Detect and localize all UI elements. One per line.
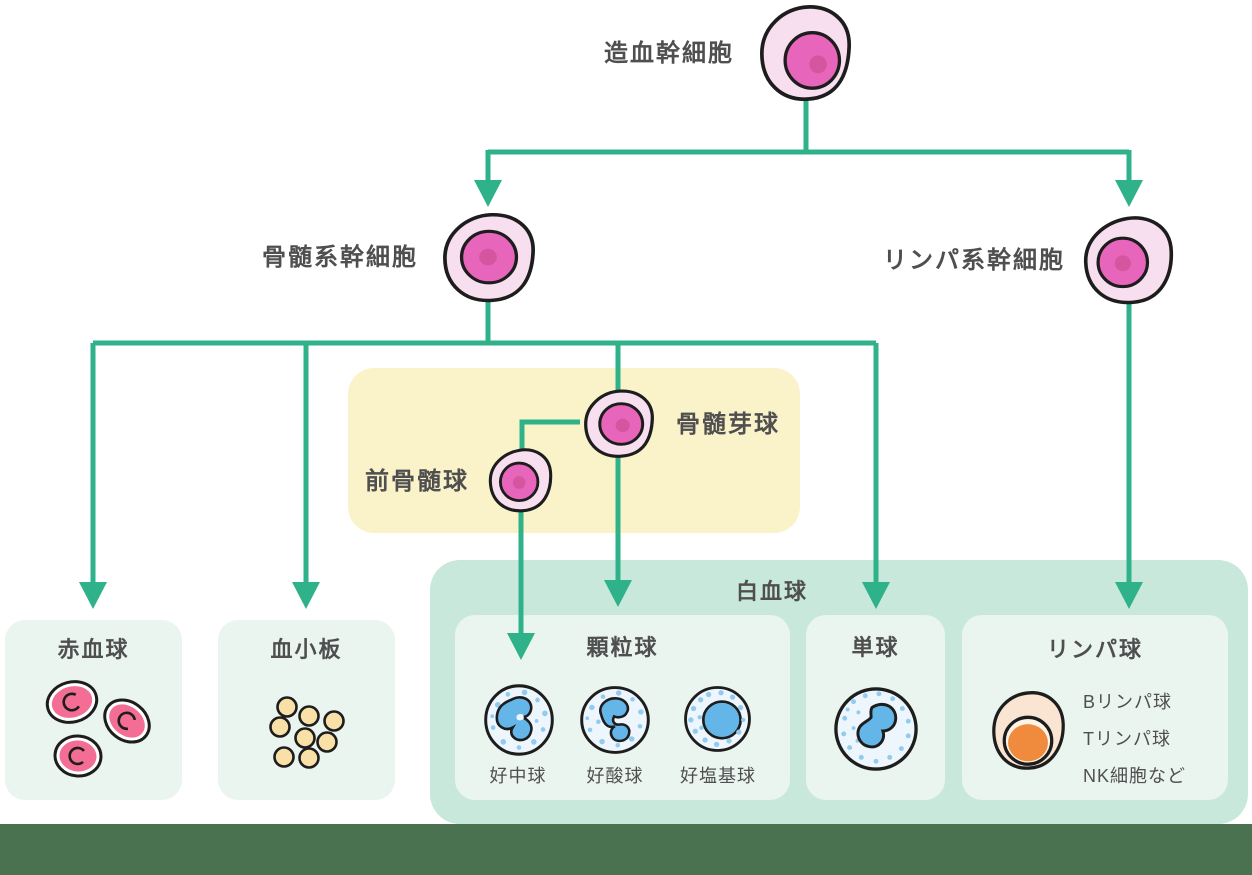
arrow-to-monocyte (862, 582, 890, 609)
lymphoid-stem-cell-icon (1083, 216, 1174, 305)
lymphoid-stem-label: リンパ系幹細胞 (883, 247, 1065, 274)
basophil-label: 好塩基球 (680, 766, 756, 786)
monocyte-cell-icon (834, 687, 918, 771)
b-lymphocyte-label: Bリンパ球 (1083, 692, 1173, 712)
precursor-group-box (348, 368, 800, 533)
promyelocyte-label: 前骨髄球 (365, 468, 469, 495)
platelets-icon (269, 696, 345, 769)
rbc-label: 赤血球 (57, 637, 130, 662)
arrow-to-myeloid (474, 180, 502, 207)
lymphocyte-label: リンパ球 (1046, 637, 1143, 662)
myeloid-branch-line (90, 301, 879, 584)
platelet-label: 血小板 (270, 637, 343, 662)
myeloid-stem-cell-icon (443, 213, 535, 303)
eosinophil-label: 好酸球 (586, 766, 644, 786)
red-blood-cells-icon (45, 680, 151, 778)
arrow-to-platelet (292, 582, 320, 609)
arrow-from-myeloblast (604, 580, 632, 607)
eosinophil-cell-icon (580, 686, 650, 754)
nk-cell-label: NK細胞など (1083, 766, 1187, 786)
myeloblast-cell-icon (584, 389, 654, 458)
lymphocyte-type-list: Bリンパ球 Tリンパ球 NK細胞など (1083, 684, 1186, 795)
arrow-to-lymphoid (1115, 180, 1143, 207)
hsc-label: 造血幹細胞 (604, 40, 734, 67)
monocyte-label: 単球 (851, 635, 900, 660)
basophil-cell-icon (684, 686, 751, 752)
granulocyte-label: 顆粒球 (586, 635, 659, 660)
promyelocyte-cell-icon (488, 448, 553, 513)
neutrophil-label: 好中球 (489, 766, 547, 786)
arrow-to-rbc (79, 582, 107, 609)
arrow-to-lymphocyte (1115, 582, 1143, 609)
myeloid-stem-label: 骨髄系幹細胞 (262, 244, 418, 271)
myeloblast-to-promyelocyte-line (519, 419, 580, 450)
t-lymphocyte-label: Tリンパ球 (1083, 729, 1171, 749)
wbc-label: 白血球 (736, 579, 809, 604)
neutrophil-cell-icon (484, 684, 554, 756)
footer-bar (0, 824, 1252, 875)
top-branch-line (485, 100, 1132, 182)
myeloblast-label: 骨髄芽球 (676, 411, 780, 438)
lymphocyte-cell-icon (992, 691, 1065, 770)
hsc-cell-icon (760, 5, 851, 101)
arrow-to-granulocyte (507, 633, 535, 660)
